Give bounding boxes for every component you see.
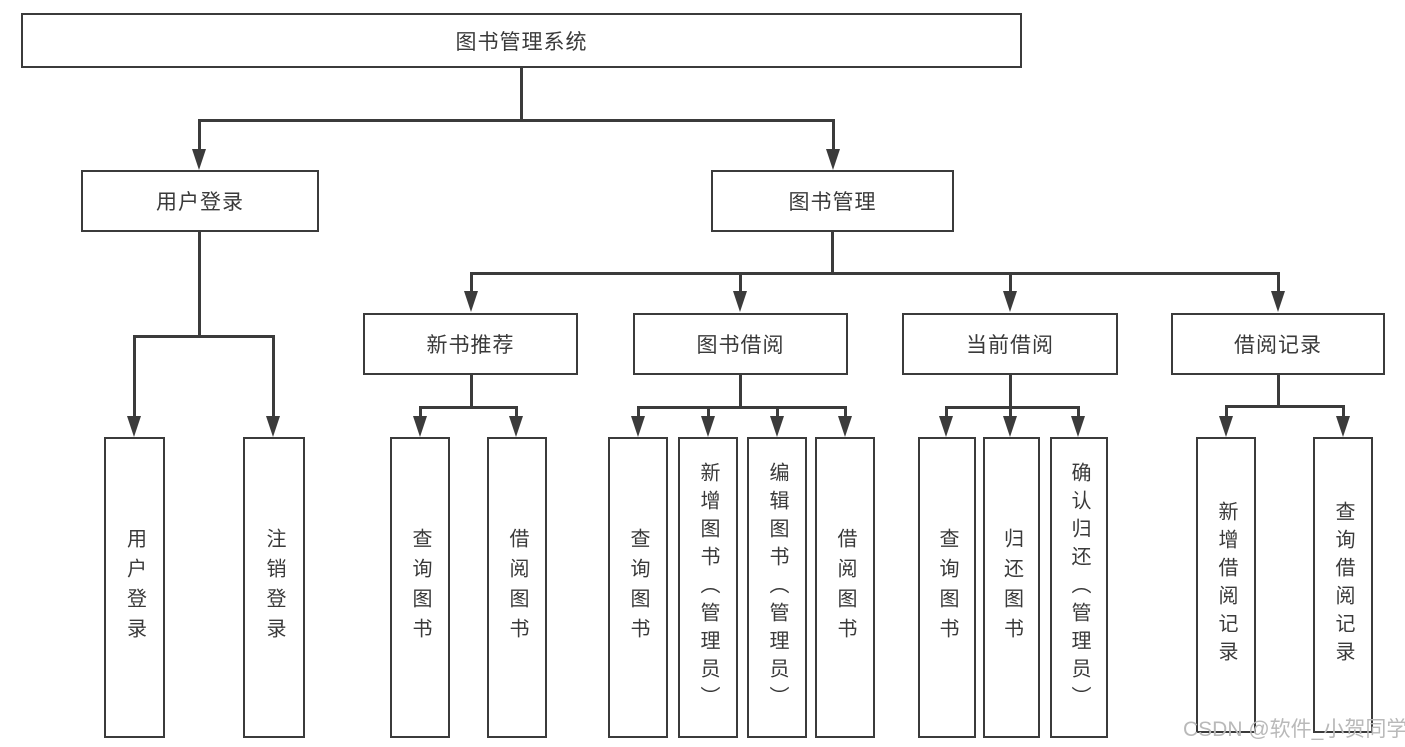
arrow-down-icon bbox=[733, 291, 747, 312]
connector-arm bbox=[515, 406, 518, 418]
node-user-login-label: 用户登录 bbox=[156, 191, 244, 214]
leaf-label: 查询图书 bbox=[936, 527, 958, 648]
leaf-logout-label: 注销登录 bbox=[263, 527, 285, 648]
connector-arm-leaf-user-login bbox=[133, 335, 136, 417]
connector-root-drop bbox=[520, 68, 523, 120]
connector-arm-leaf-logout bbox=[272, 335, 275, 417]
leaf-br-add-record: 新增借阅记录 bbox=[1196, 437, 1256, 733]
node-book-borrowing: 图书借阅 bbox=[633, 313, 848, 375]
leaf-label: 新增图书（管理员） bbox=[697, 461, 719, 714]
node-root: 图书管理系统 bbox=[21, 13, 1022, 68]
arrow-down-icon bbox=[1219, 416, 1233, 437]
connector-user-login-bus bbox=[133, 335, 274, 338]
leaf-cb-return-books: 归还图书 bbox=[983, 437, 1040, 738]
connector-arm bbox=[1225, 405, 1228, 418]
leaf-label: 确认归还（管理员） bbox=[1068, 461, 1090, 714]
arrow-down-icon bbox=[1271, 291, 1285, 312]
leaf-label: 借阅图书 bbox=[506, 527, 528, 648]
connector-arm-book-borrow bbox=[739, 272, 742, 292]
connector-arm-book-mgmt bbox=[832, 119, 835, 151]
leaf-cb-query-books: 查询图书 bbox=[918, 437, 976, 738]
leaf-label: 查询借阅记录 bbox=[1332, 501, 1354, 669]
connector-arm-new-book bbox=[470, 272, 473, 292]
arrow-down-icon bbox=[266, 416, 280, 437]
connector-arm bbox=[1009, 406, 1012, 418]
node-book-management-label: 图书管理 bbox=[788, 191, 877, 214]
leaf-logout: 注销登录 bbox=[243, 437, 305, 738]
connector-book-mgmt-drop bbox=[831, 232, 834, 274]
leaf-user-login-label: 用户登录 bbox=[123, 527, 146, 648]
node-book-borrowing-label: 图书借阅 bbox=[696, 334, 785, 357]
arrow-down-icon bbox=[464, 291, 478, 312]
node-root-label: 图书管理系统 bbox=[455, 30, 588, 54]
connector-arm bbox=[1077, 406, 1080, 418]
node-new-book-recommend-label: 新书推荐 bbox=[426, 334, 515, 357]
leaf-bb-query-books: 查询图书 bbox=[608, 437, 668, 738]
arrow-down-icon bbox=[701, 416, 715, 437]
connector-current-borrow-drop bbox=[1009, 375, 1012, 408]
leaf-cb-confirm-return-admin: 确认归还（管理员） bbox=[1050, 437, 1108, 738]
connector-book-mgmt-bus bbox=[470, 272, 1279, 275]
arrow-down-icon bbox=[939, 416, 953, 437]
connector-arm bbox=[945, 406, 948, 418]
arrow-down-icon bbox=[509, 416, 523, 437]
leaf-rec-query-books: 查询图书 bbox=[390, 437, 450, 738]
leaf-label: 查询图书 bbox=[627, 527, 649, 648]
node-current-borrowing-label: 当前借阅 bbox=[966, 334, 1054, 357]
leaf-bb-edit-books-admin: 编辑图书（管理员） bbox=[747, 437, 807, 738]
connector-borrow-records-bus bbox=[1225, 405, 1344, 408]
arrow-down-icon bbox=[826, 149, 840, 170]
arrow-down-icon bbox=[631, 416, 645, 437]
leaf-label: 查询图书 bbox=[409, 527, 431, 648]
leaf-br-query-record: 查询借阅记录 bbox=[1313, 437, 1373, 733]
leaf-label: 归还图书 bbox=[1000, 527, 1023, 648]
connector-arm bbox=[1342, 405, 1345, 418]
arrow-down-icon bbox=[192, 149, 206, 170]
leaf-label: 借阅图书 bbox=[834, 527, 856, 648]
connector-arm-borrow-records bbox=[1277, 272, 1280, 292]
node-borrowing-records-label: 借阅记录 bbox=[1234, 334, 1322, 357]
connector-user-login-drop bbox=[198, 232, 201, 337]
arrow-down-icon bbox=[1336, 416, 1350, 437]
connector-new-book-bus bbox=[419, 406, 517, 409]
arrow-down-icon bbox=[1071, 416, 1085, 437]
connector-new-book-drop bbox=[470, 375, 473, 408]
leaf-bb-borrow-books: 借阅图书 bbox=[815, 437, 875, 738]
leaf-label: 编辑图书（管理员） bbox=[766, 461, 788, 714]
leaf-bb-add-books-admin: 新增图书（管理员） bbox=[678, 437, 738, 738]
arrow-down-icon bbox=[1003, 416, 1017, 437]
leaf-user-login: 用户登录 bbox=[104, 437, 165, 738]
leaf-label: 新增借阅记录 bbox=[1215, 501, 1237, 669]
connector-book-borrow-bus bbox=[637, 406, 845, 409]
connector-arm bbox=[419, 406, 422, 418]
arrow-down-icon bbox=[127, 416, 141, 437]
csdn-watermark: CSDN @软件_小贺同学 bbox=[1183, 718, 1405, 741]
connector-arm bbox=[707, 406, 710, 418]
node-user-login: 用户登录 bbox=[81, 170, 319, 232]
arrow-down-icon bbox=[1003, 291, 1017, 312]
connector-arm-current-borrow bbox=[1009, 272, 1012, 292]
node-borrowing-records: 借阅记录 bbox=[1171, 313, 1385, 375]
connector-book-borrow-drop bbox=[739, 375, 742, 408]
node-book-management: 图书管理 bbox=[711, 170, 954, 232]
connector-root-bus bbox=[198, 119, 834, 122]
connector-arm-user-login bbox=[198, 119, 201, 151]
connector-arm bbox=[637, 406, 640, 418]
node-current-borrowing: 当前借阅 bbox=[902, 313, 1118, 375]
connector-current-borrow-bus bbox=[945, 406, 1079, 409]
arrow-down-icon bbox=[770, 416, 784, 437]
leaf-rec-borrow-books: 借阅图书 bbox=[487, 437, 547, 738]
connector-arm bbox=[776, 406, 779, 418]
node-new-book-recommend: 新书推荐 bbox=[363, 313, 578, 375]
connector-borrow-records-drop bbox=[1277, 375, 1280, 407]
connector-arm bbox=[844, 406, 847, 418]
arrow-down-icon bbox=[413, 416, 427, 437]
arrow-down-icon bbox=[838, 416, 852, 437]
